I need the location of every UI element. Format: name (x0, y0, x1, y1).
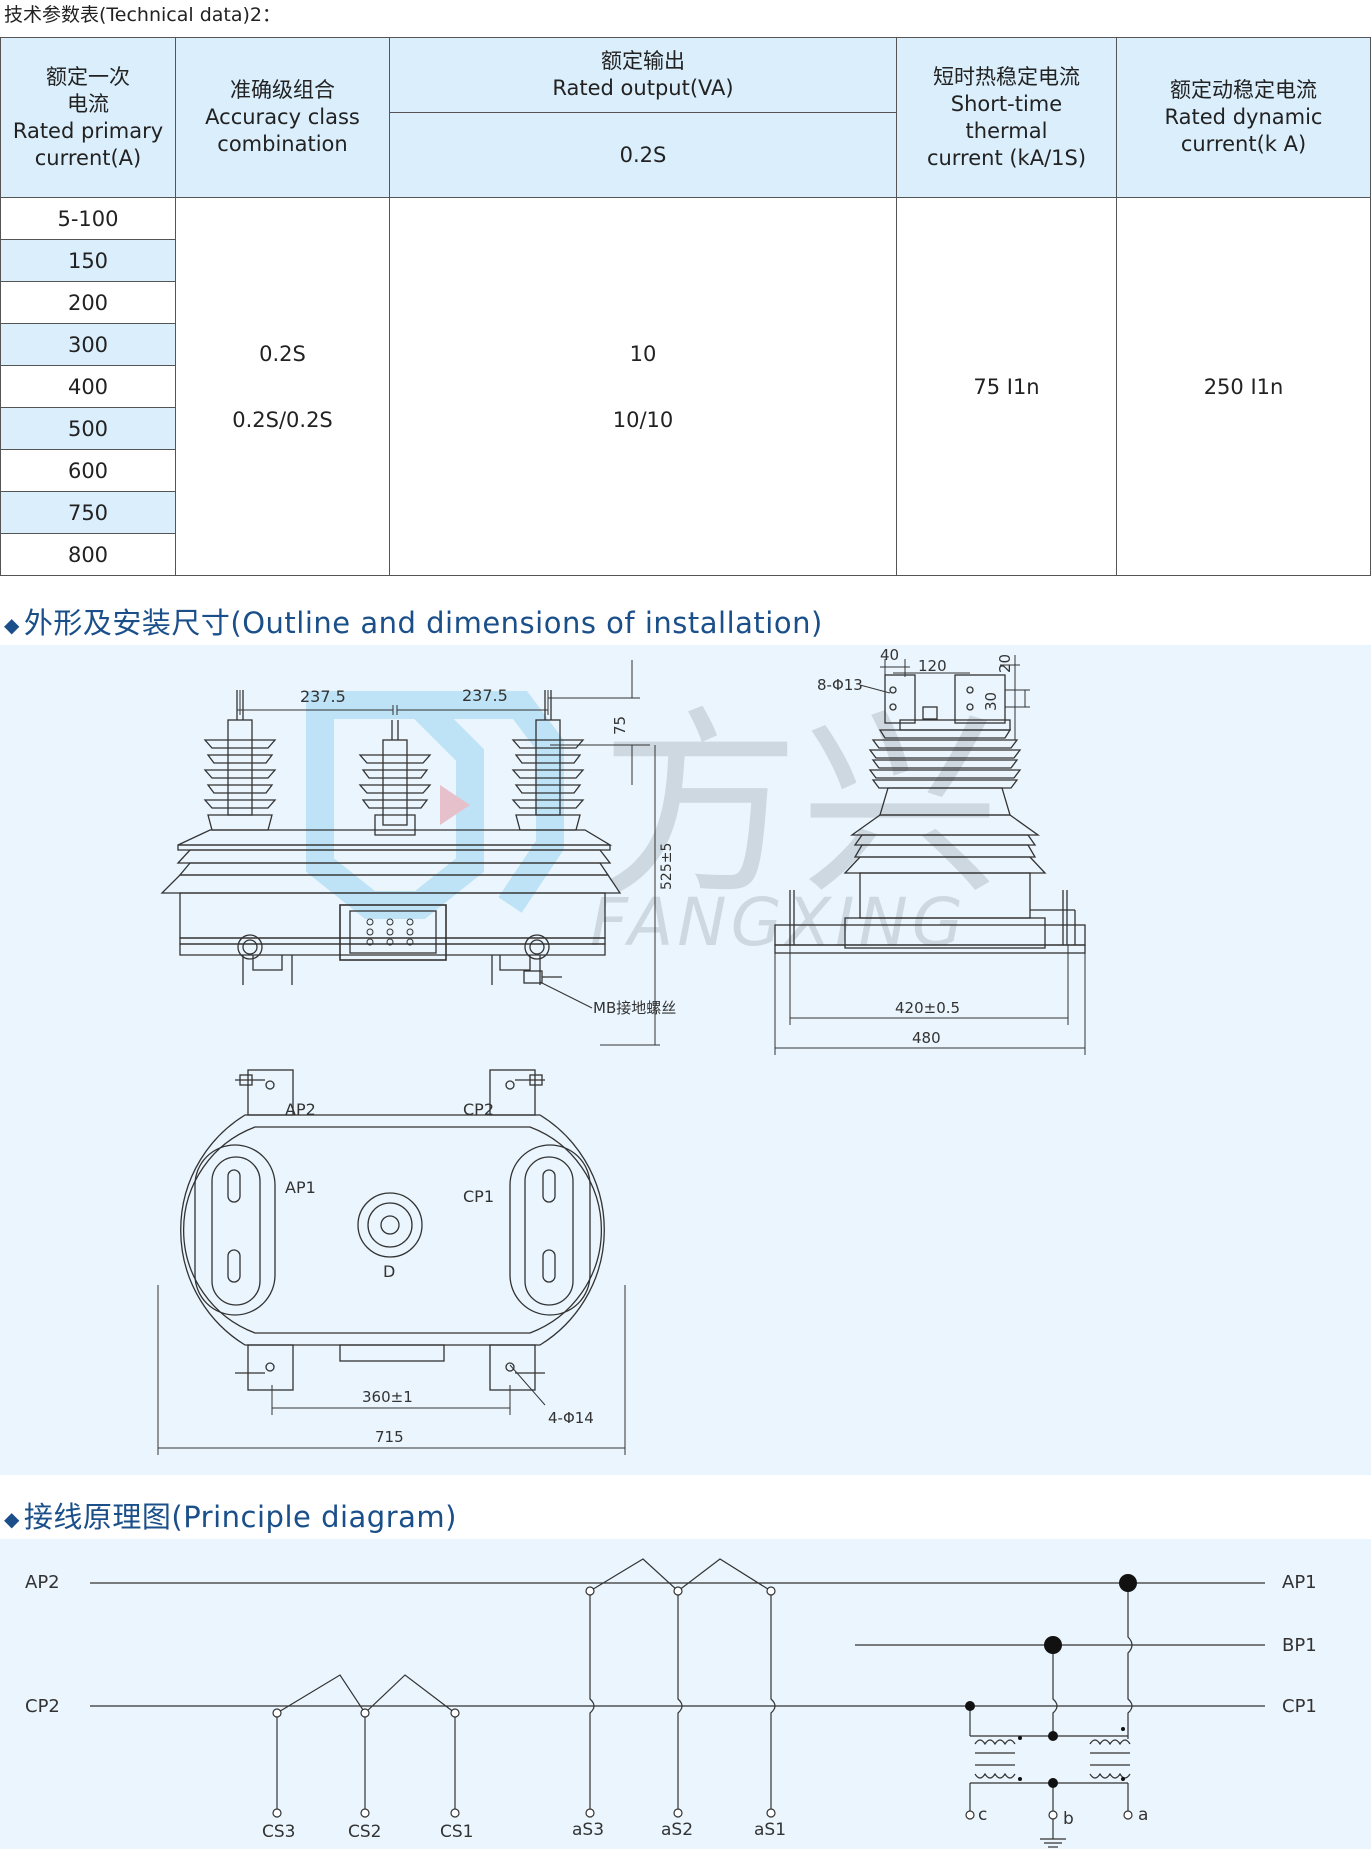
top-dim-360: 360±1 (362, 1388, 413, 1406)
header-short-time-thermal: 短时热稳定电流 Short-time thermal current (kA/1… (896, 37, 1117, 198)
thermal-cell: 75 I1n (896, 197, 1117, 576)
front-dimensions (237, 660, 660, 1046)
technical-data-table: 额定一次 电流 Rated primary current(A) 准确级组合 A… (0, 37, 1371, 576)
junction-dots (965, 1574, 1137, 1788)
right-label-cp1: CP1 (1282, 1696, 1317, 1717)
top-holes-label: 4-Φ14 (548, 1409, 594, 1427)
side-dim-30: 30 (982, 692, 1000, 711)
current-cell: 200 (0, 281, 176, 324)
header-rated-primary-current: 额定一次 电流 Rated primary current(A) (0, 37, 176, 198)
dynamic-cell: 250 I1n (1116, 197, 1371, 576)
label-cp2: CP2 (463, 1100, 494, 1119)
top-view (180, 1069, 605, 1391)
front-dim-spacing-2: 237.5 (462, 686, 508, 705)
watermark-logo: 方兴 FANGXING (306, 690, 1000, 961)
right-label-bp1: BP1 (1282, 1635, 1317, 1656)
wiring-lines (90, 1558, 1265, 1848)
header-rated-dynamic: 额定动稳定电流 Rated dynamic current(k A) (1116, 37, 1371, 198)
side-dimensions (774, 655, 1086, 1055)
principle-diagram-panel: AP2 CP2 AP1 BP1 CP1 CS3 CS2 CS1 aS3 aS2 … (0, 1539, 1371, 1849)
left-label-ap2: AP2 (25, 1572, 60, 1593)
side-dim-420: 420±0.5 (895, 999, 960, 1017)
output-cell: 10 10/10 (389, 197, 897, 576)
current-cell: 800 (0, 533, 176, 576)
principle-section-title: ◆接线原理图(Principle diagram) (4, 1500, 457, 1534)
header-accuracy-class: 准确级组合 Accuracy class combination (175, 37, 390, 198)
label-ap1: AP1 (285, 1178, 316, 1197)
outline-section-title: ◆外形及安装尺寸(Outline and dimensions of insta… (4, 606, 823, 640)
front-dim-height: 525±5 (659, 843, 675, 890)
terminal-label-b: b (1063, 1809, 1074, 1829)
header-rated-output: 额定输出 Rated output(VA) (389, 37, 897, 113)
front-dim-top: 75 (611, 716, 629, 735)
current-cell: 400 (0, 365, 176, 408)
label-as3: aS3 (572, 1820, 604, 1840)
table-caption: 技术参数表(Technical data)2： (4, 4, 281, 26)
current-cell: 150 (0, 239, 176, 282)
front-view (160, 690, 622, 985)
label-as2: aS2 (661, 1820, 693, 1840)
terminal-label-c: c (978, 1805, 987, 1825)
watermark-text: FANGXING (590, 884, 967, 961)
principle-diagram: AP2 CP2 AP1 BP1 CP1 CS3 CS2 CS1 aS3 aS2 … (25, 1558, 1317, 1848)
accuracy-cell: 0.2S 0.2S/0.2S (175, 197, 390, 576)
label-cs2: CS2 (348, 1822, 381, 1842)
label-cs1: CS1 (440, 1822, 473, 1842)
side-dim-120: 120 (918, 657, 947, 675)
current-cell: 300 (0, 323, 176, 366)
watermark-logo-text: 方兴 (600, 690, 1000, 923)
header-rated-output-class: 0.2S (389, 112, 897, 198)
label-as1: aS1 (754, 1820, 786, 1840)
right-label-ap1: AP1 (1282, 1572, 1317, 1593)
side-dim-40: 40 (880, 646, 899, 664)
label-cp1: CP1 (463, 1187, 494, 1206)
current-cell: 600 (0, 449, 176, 492)
current-cell: 500 (0, 407, 176, 450)
diamond-bullet-icon: ◆ (4, 1507, 20, 1531)
label-ap2: AP2 (285, 1100, 316, 1119)
side-dim-480: 480 (912, 1029, 941, 1047)
diamond-bullet-icon: ◆ (4, 613, 20, 637)
terminal-label-a: a (1138, 1805, 1148, 1825)
outline-drawing-panel: 方兴 FANGXING (0, 645, 1371, 1475)
current-cell: 750 (0, 491, 176, 534)
left-label-cp2: CP2 (25, 1696, 60, 1717)
side-dim-20: 20 (996, 654, 1014, 673)
current-cell: 5-100 (0, 197, 176, 240)
label-d: D (383, 1262, 395, 1281)
ground-screw-label: MB接地螺丝 (593, 999, 676, 1017)
top-dim-715: 715 (375, 1428, 404, 1446)
front-dim-spacing-1: 237.5 (300, 687, 346, 706)
terminal-circles (272, 1586, 1133, 1820)
label-cs3: CS3 (262, 1822, 295, 1842)
side-holes-label: 8-Φ13 (817, 676, 863, 694)
side-view (774, 674, 1086, 954)
outline-drawing: 方兴 FANGXING (157, 646, 1086, 1455)
top-dimensions (157, 1285, 626, 1455)
